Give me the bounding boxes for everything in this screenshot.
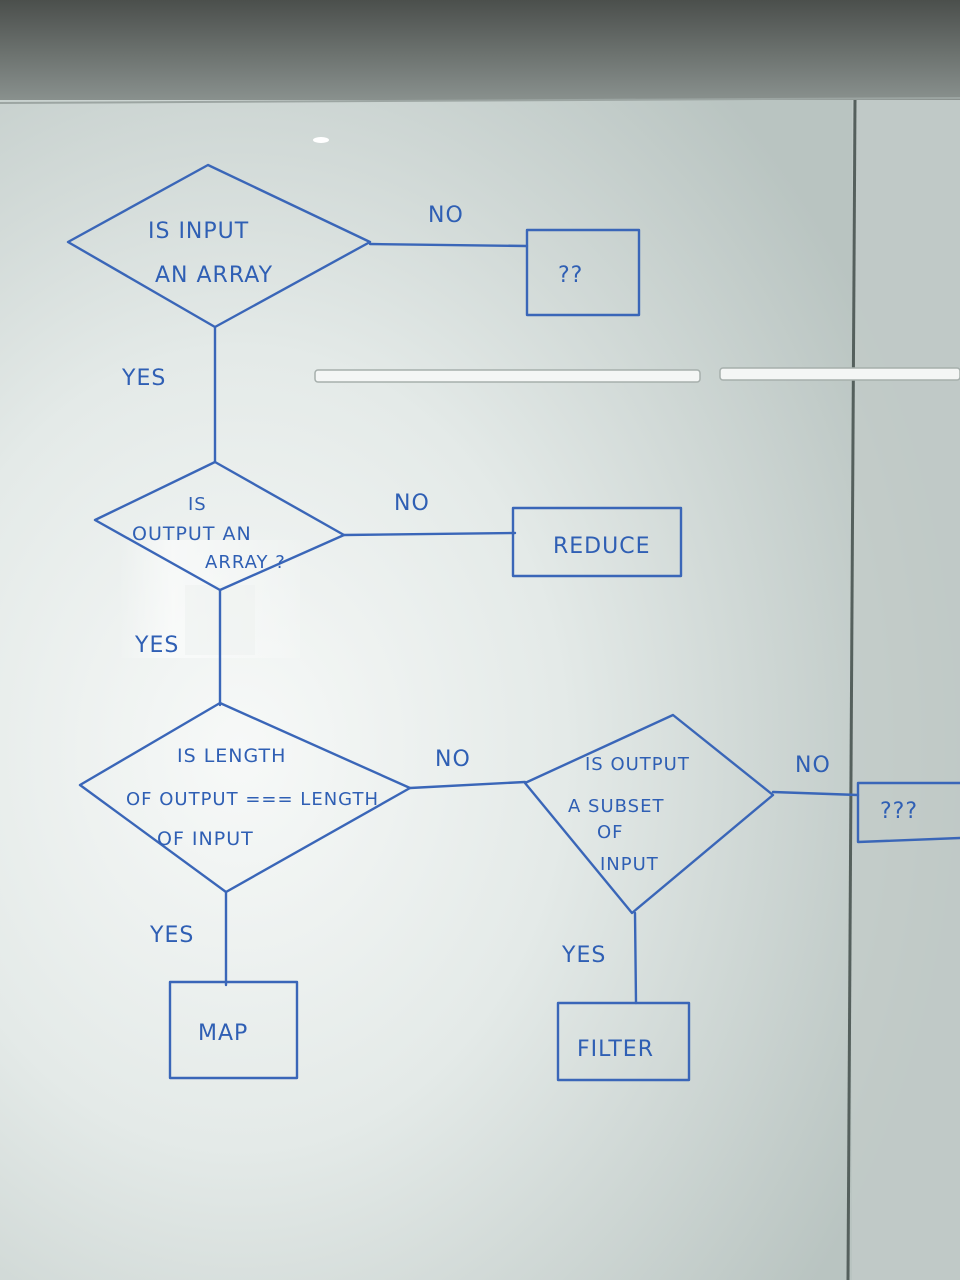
decision1-yes-label: YES xyxy=(121,366,166,391)
decision1-no-label: NO xyxy=(428,203,464,228)
decision2-line3: ARRAY ? xyxy=(205,552,286,573)
decision2-no-result: REDUCE xyxy=(553,534,651,559)
decision2-yes-label: YES xyxy=(134,633,179,658)
decision4-yes-result: FILTER xyxy=(577,1037,654,1062)
light-reflection-dot xyxy=(313,137,329,143)
decision4-line1: IS OUTPUT xyxy=(585,754,690,775)
right-glass-panel xyxy=(852,100,960,1280)
decision3-line3: OF INPUT xyxy=(157,828,254,850)
decision2-no-label: NO xyxy=(394,491,430,516)
decision3-line2: OF OUTPUT === LENGTH xyxy=(126,789,379,810)
decision4-line2: A SUBSET xyxy=(568,796,664,817)
decision4-yes-result-box xyxy=(556,1001,691,1082)
light-reflection-strip-left xyxy=(314,369,701,383)
decision1-no-result: ?? xyxy=(558,263,583,288)
decision4-no-result: ??? xyxy=(880,799,918,824)
whiteboard-surface xyxy=(0,100,960,1280)
wall-background xyxy=(0,0,960,110)
decision3-no-connector xyxy=(408,780,527,790)
decision1-no-connector xyxy=(368,242,529,248)
decision1-line2: AN ARRAY xyxy=(155,263,273,288)
decision3-line1: IS LENGTH xyxy=(177,745,286,767)
decision3-yes-label: YES xyxy=(149,923,194,948)
decision3-yes-result-box xyxy=(168,980,299,1080)
decision3-yes-result: MAP xyxy=(198,1021,248,1046)
glass-panel-seam xyxy=(846,99,857,1280)
light-reflection-strip-right xyxy=(719,367,960,381)
decision4-line4: INPUT xyxy=(600,854,659,875)
decision4-yes-connector xyxy=(633,911,638,1005)
decision4-no-result-box xyxy=(856,781,960,844)
decision4-no-connector xyxy=(771,790,860,797)
decision4-no-label: NO xyxy=(795,753,831,778)
decision1-no-result-box xyxy=(525,228,641,317)
decision4-diamond xyxy=(523,713,775,915)
decision1-line1: IS INPUT xyxy=(148,219,249,244)
decision2-line1: IS xyxy=(188,494,207,515)
decision3-no-label: NO xyxy=(435,747,471,772)
top-panel-edge xyxy=(0,97,960,104)
decision2-no-result-box xyxy=(511,506,683,578)
decision2-line2: OUTPUT AN xyxy=(132,523,252,545)
decision4-yes-label: YES xyxy=(561,943,606,968)
decision2-no-connector xyxy=(342,531,517,537)
decision4-line3: OF xyxy=(597,822,624,843)
